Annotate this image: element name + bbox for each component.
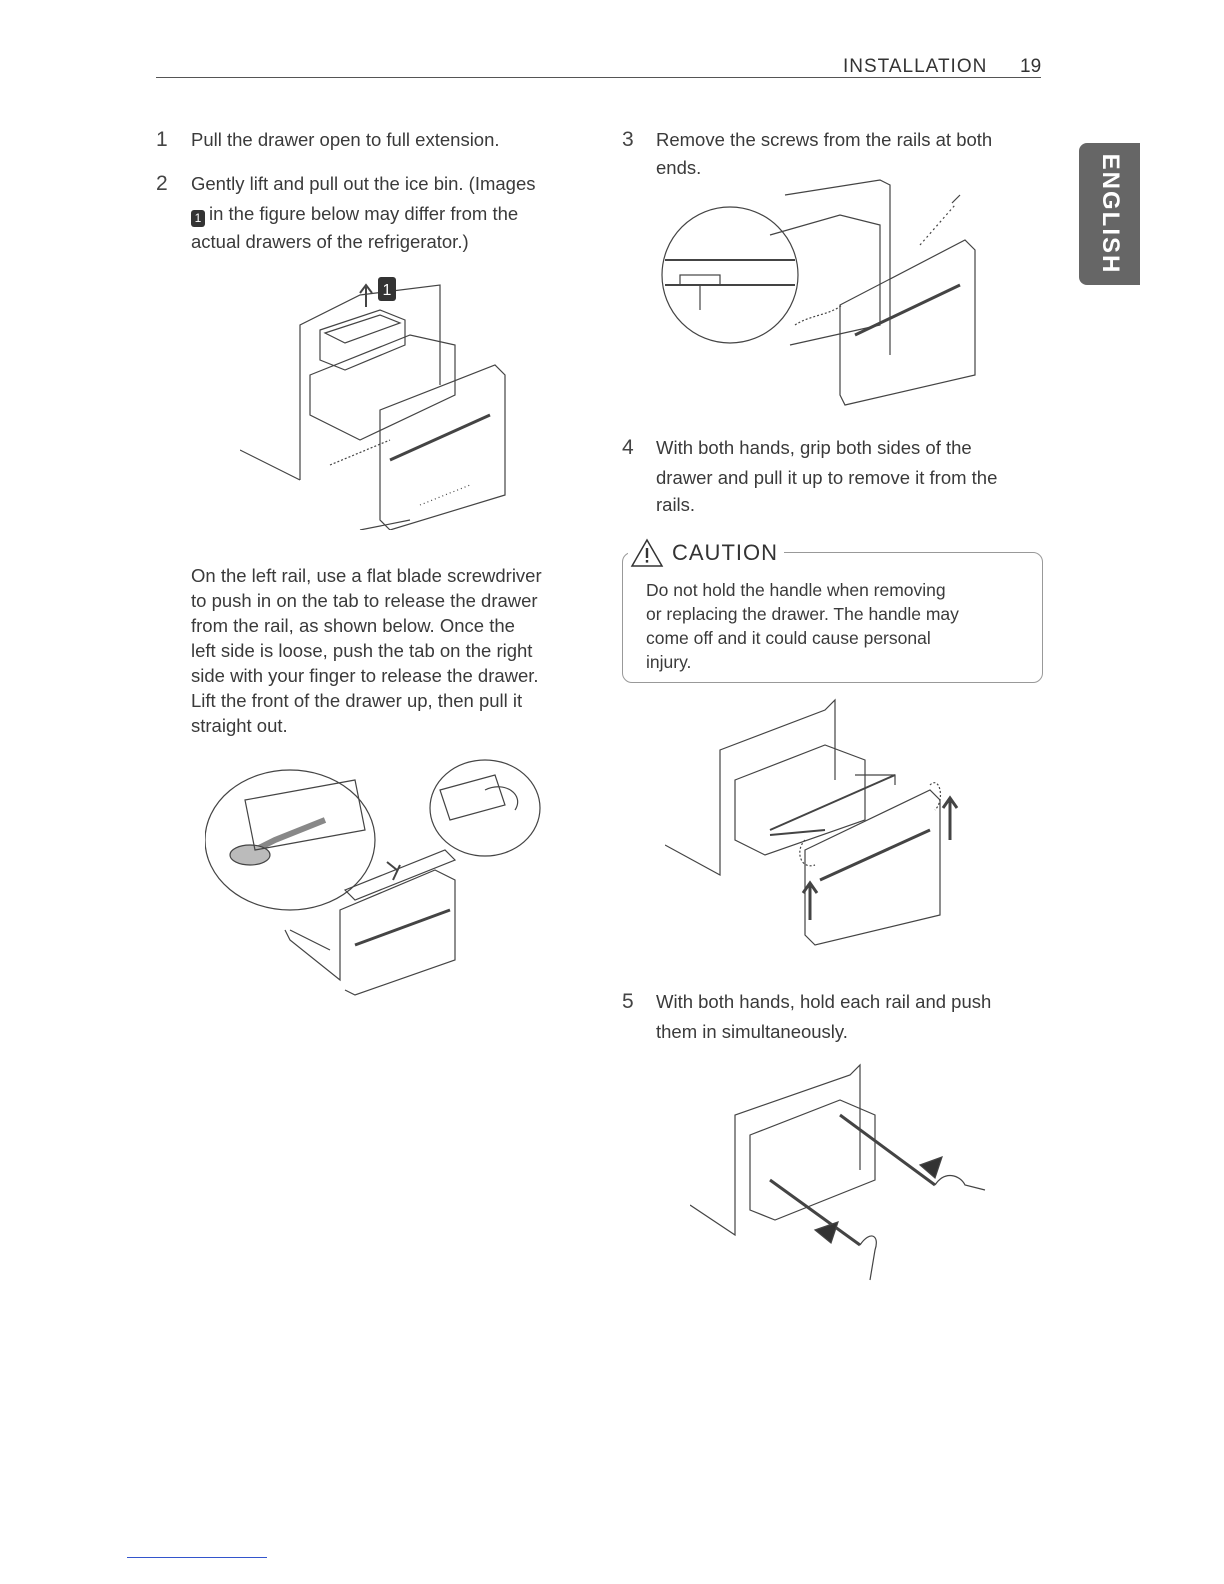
section-title: INSTALLATION bbox=[843, 56, 988, 77]
figure-badge-label: 1 bbox=[383, 282, 392, 299]
screwdriver-release-illustration bbox=[205, 759, 541, 996]
caution-line-4: injury. bbox=[646, 652, 692, 672]
rail-paragraph-line-3: from the rail, as shown below. Once the bbox=[191, 615, 515, 636]
language-tab: ENGLISH bbox=[1079, 143, 1140, 285]
rail-screws-illustration bbox=[661, 179, 976, 406]
step-3-line-2: ends. bbox=[656, 157, 702, 178]
caution-box bbox=[622, 552, 1043, 683]
caution-heading: CAUTION bbox=[628, 538, 784, 568]
rail-paragraph-line-7: straight out. bbox=[191, 715, 288, 736]
rail-paragraph-line-4: left side is loose, push the tab on the … bbox=[191, 640, 533, 661]
step-2-number: 2 bbox=[156, 172, 168, 195]
step-2-line-2-text: in the figure below may differ from the bbox=[209, 203, 519, 224]
step-2-line-1: Gently lift and pull out the ice bin. (I… bbox=[191, 173, 536, 194]
drawer-lift-illustration bbox=[665, 698, 959, 946]
step-5-number: 5 bbox=[622, 990, 634, 1013]
step-3-line-1: Remove the screws from the rails at both bbox=[656, 129, 993, 150]
language-tab-label: ENGLISH bbox=[1096, 153, 1124, 275]
page-number: 19 bbox=[1020, 56, 1042, 77]
caution-text: Do not hold the handle when removing or … bbox=[646, 578, 1026, 674]
rail-paragraph-line-1: On the left rail, use a flat blade screw… bbox=[191, 565, 542, 586]
rail-paragraph-line-2: to push in on the tab to release the dra… bbox=[191, 590, 538, 611]
warning-triangle-icon bbox=[630, 538, 664, 567]
caution-line-2: or replacing the drawer. The handle may bbox=[646, 604, 959, 624]
step-2-line-3: actual drawers of the refrigerator.) bbox=[191, 231, 469, 252]
figure-badge-icon: 1 bbox=[191, 210, 205, 227]
step-5-line-2: them in simultaneously. bbox=[656, 1021, 848, 1042]
caution-line-1: Do not hold the handle when removing bbox=[646, 580, 946, 600]
caution-title: CAUTION bbox=[672, 540, 778, 565]
step-4-number: 4 bbox=[622, 436, 634, 459]
rail-paragraph-line-6: Lift the front of the drawer up, then pu… bbox=[191, 690, 523, 711]
header-rule bbox=[156, 77, 1041, 78]
step-4-line-1: With both hands, grip both sides of the bbox=[656, 437, 972, 458]
rail-push-illustration bbox=[690, 1063, 986, 1281]
step-4-line-3: rails. bbox=[656, 494, 696, 515]
ice-bin-removal-illustration: 1 bbox=[240, 277, 506, 530]
caution-line-3: come off and it could cause personal bbox=[646, 628, 931, 648]
step-3-number: 3 bbox=[622, 128, 634, 151]
step-1-number: 1 bbox=[156, 128, 168, 151]
footer-rule bbox=[127, 1557, 267, 1558]
step-4-line-2: drawer and pull it up to remove it from … bbox=[656, 467, 998, 488]
rail-paragraph-line-5: side with your finger to release the dra… bbox=[191, 665, 539, 686]
step-5-line-1: With both hands, hold each rail and push bbox=[656, 991, 992, 1012]
step-1-text: Pull the drawer open to full extension. bbox=[191, 129, 500, 150]
